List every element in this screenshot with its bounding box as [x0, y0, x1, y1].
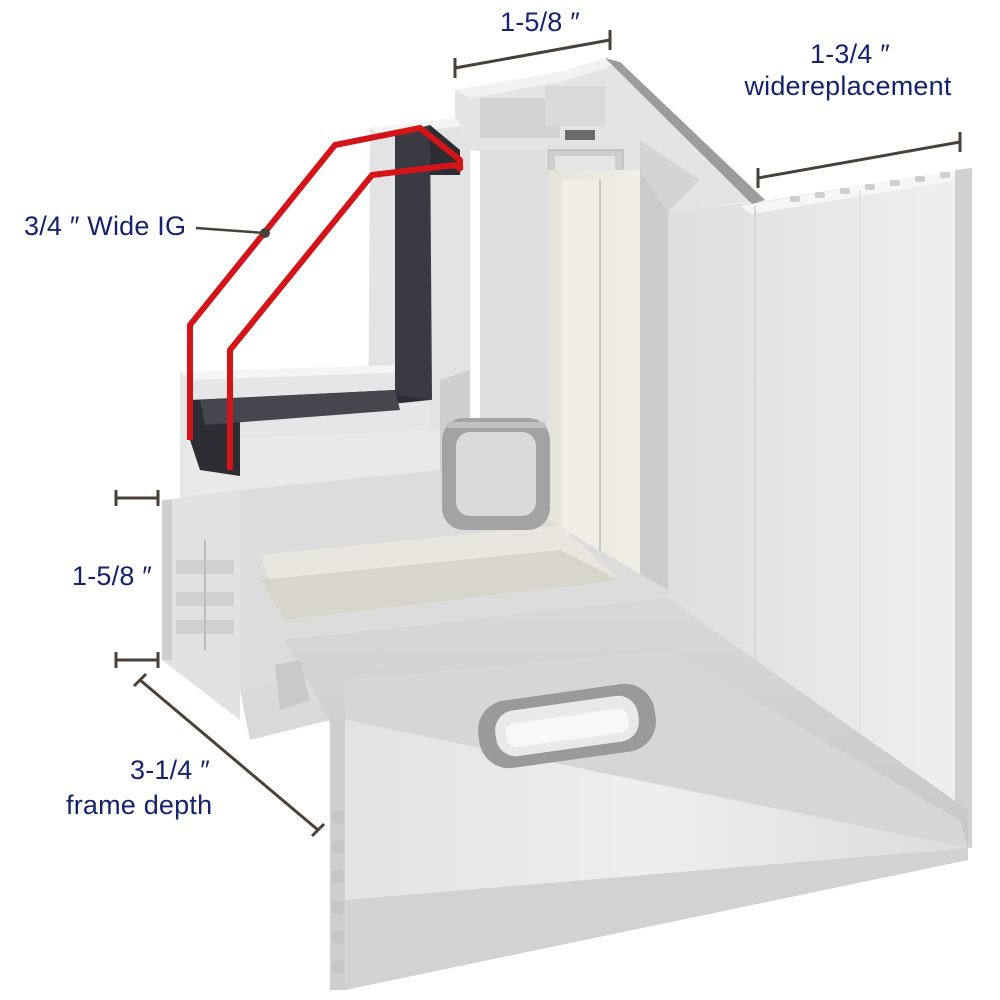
glass-width-label: 3/4 ″ Wide IG	[24, 211, 187, 241]
glass-panes	[187, 125, 464, 470]
frame-depth-label: 3-1/4 ″	[129, 755, 210, 785]
dim-frame-depth-line	[139, 678, 319, 832]
dim-replacement-line	[757, 140, 961, 180]
ig-leader-line	[195, 226, 266, 235]
dimension-lines	[114, 30, 962, 838]
top-width-label: 1-5/8 ″	[499, 7, 580, 37]
sash-height-label: 1-5/8 ″	[72, 561, 153, 591]
replacement-caption: widereplacement	[744, 71, 952, 101]
frame-depth-caption: frame depth	[66, 790, 213, 820]
reinforcement-tube	[442, 418, 550, 530]
weep-slot	[478, 683, 656, 769]
dim-top-width-line	[454, 38, 611, 70]
sill-frame	[240, 470, 968, 990]
ig-spacer	[190, 125, 460, 476]
replacement-width-label: 1-3/4 ″	[809, 39, 890, 69]
frame-chambers	[162, 490, 330, 740]
